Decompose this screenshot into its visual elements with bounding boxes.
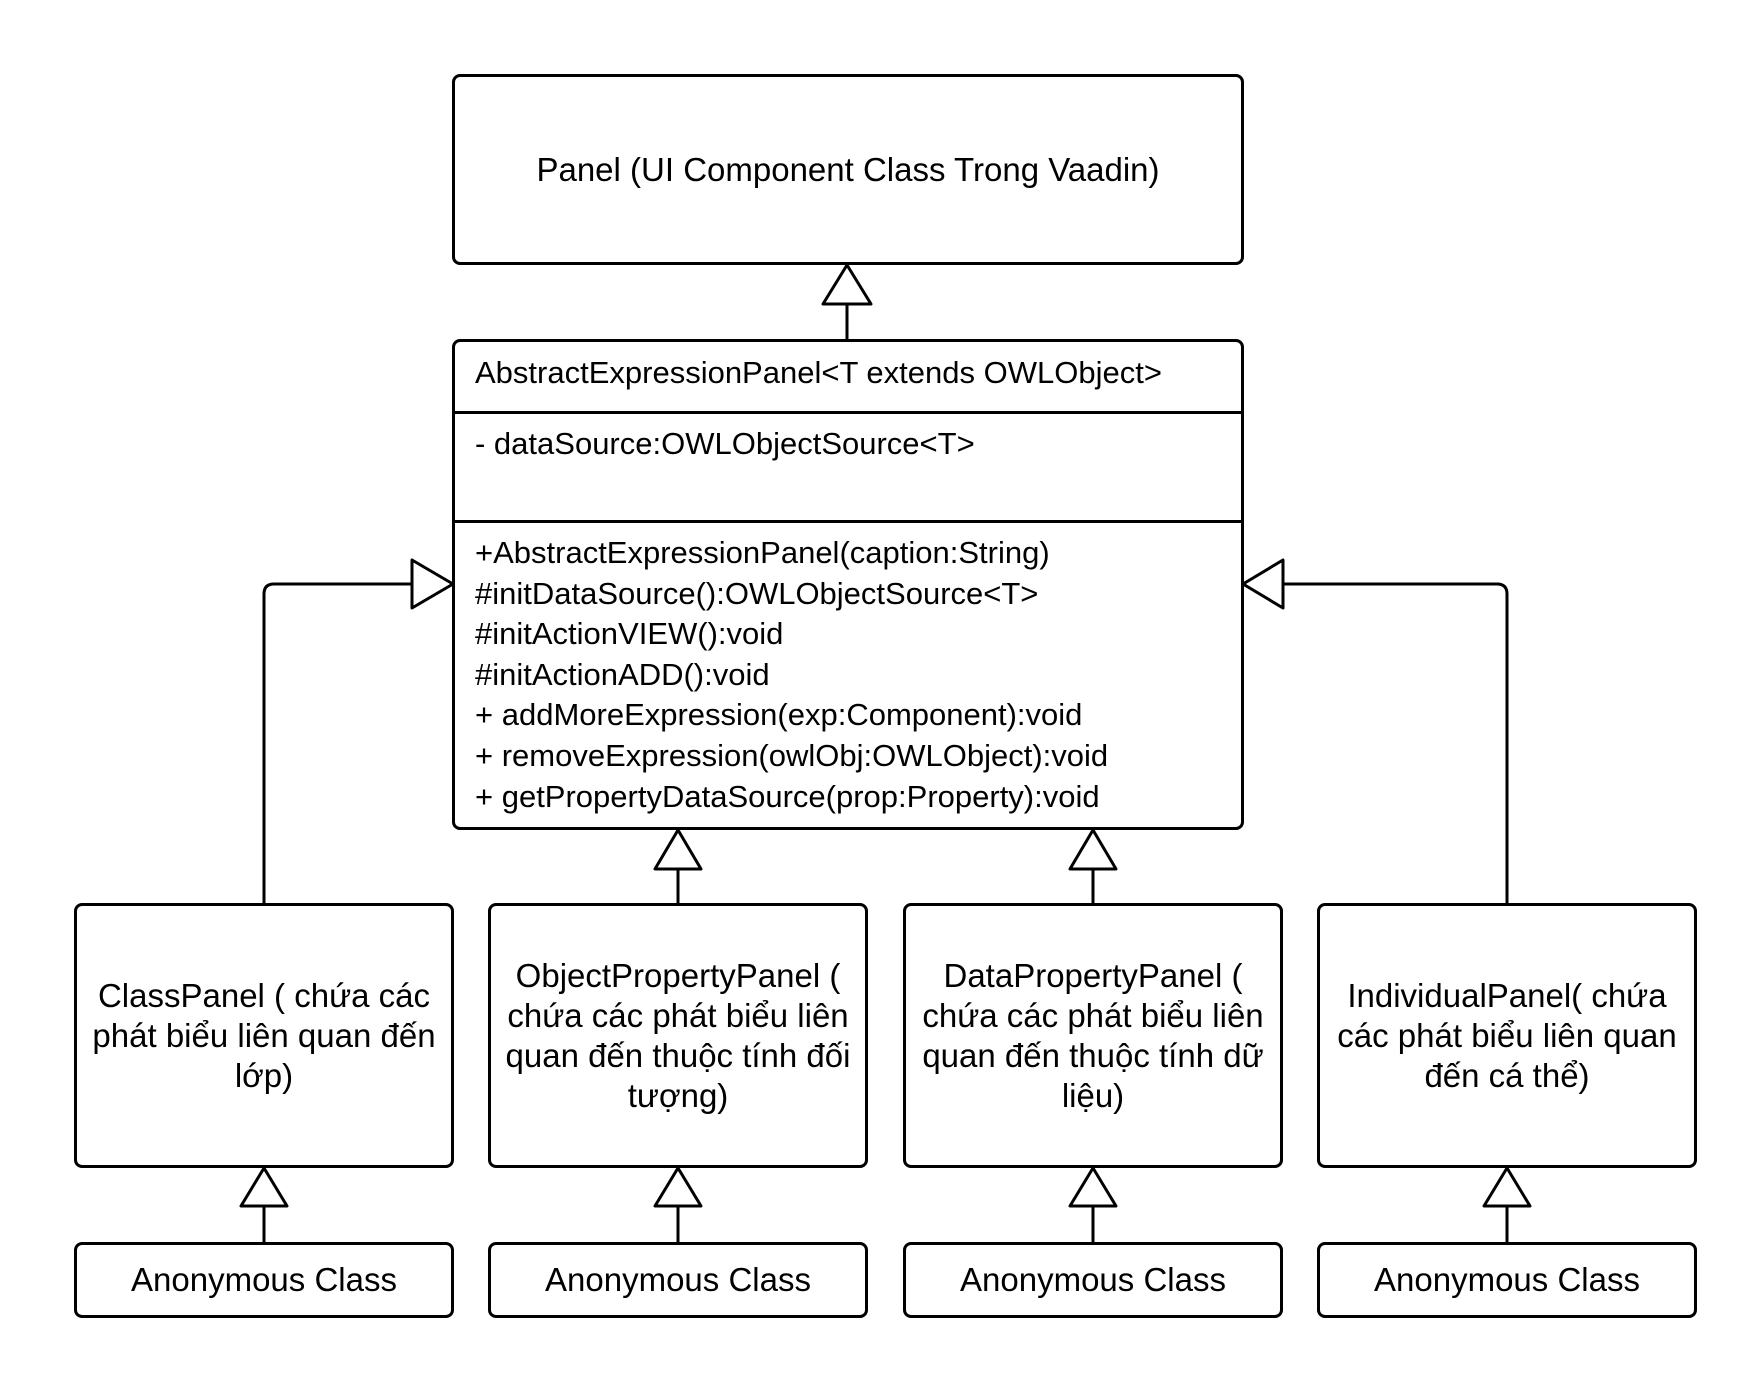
method-constructor: +AbstractExpressionPanel(caption:String) xyxy=(475,535,1050,570)
individual-panel-box: IndividualPanel( chứa các phát biểu liên… xyxy=(1317,903,1697,1168)
object-property-panel-box: ObjectPropertyPanel ( chứa các phát biểu… xyxy=(488,903,868,1168)
attribute-datasource: - dataSource:OWLObjectSource<T> xyxy=(475,426,975,461)
edge-individualpanel-to-abstract xyxy=(1283,582,1509,903)
abstract-methods-compartment: +AbstractExpressionPanel(caption:String)… xyxy=(455,523,1241,827)
generalization-arrow-right xyxy=(1241,558,1285,610)
panel-class-label: Panel (UI Component Class Trong Vaadin) xyxy=(536,150,1160,188)
anonymous-class-label-2: Anonymous Class xyxy=(545,1261,811,1298)
object-property-panel-label: ObjectPropertyPanel ( chứa các phát biểu… xyxy=(505,956,851,1114)
method-remove-expression: + removeExpression(owlObj:OWLObject):voi… xyxy=(475,737,1109,773)
abstract-class-name-text: AbstractExpressionPanel<T extends OWLObj… xyxy=(475,355,1162,390)
generalization-arrow-dataproperty xyxy=(1068,828,1118,871)
anonymous-class-box-1: Anonymous Class xyxy=(74,1242,454,1318)
edge-classpanel-to-abstract xyxy=(262,582,412,903)
data-property-panel-box: DataPropertyPanel ( chứa các phát biểu l… xyxy=(903,903,1283,1168)
method-add-more-expression: + addMoreExpression(exp:Component):void xyxy=(475,697,1083,733)
generalization-arrow-anon4 xyxy=(1482,1166,1532,1208)
class-panel-label: ClassPanel ( chứa các phát biểu liên qua… xyxy=(92,976,436,1094)
method-init-data-source: #initDataSource():OWLObjectSource<T> xyxy=(475,575,1039,611)
abstract-expression-panel-box: AbstractExpressionPanel<T extends OWLObj… xyxy=(452,339,1244,830)
generalization-arrow-anon3 xyxy=(1068,1166,1118,1208)
anonymous-class-label-4: Anonymous Class xyxy=(1374,1261,1640,1298)
generalization-arrow-left xyxy=(410,558,455,610)
panel-class-box: Panel (UI Component Class Trong Vaadin) xyxy=(452,74,1244,265)
anonymous-class-box-2: Anonymous Class xyxy=(488,1242,868,1318)
generalization-arrow-objectproperty xyxy=(653,828,703,871)
method-init-action-view: #initActionVIEW():void xyxy=(475,616,784,652)
method-get-property-data-source: + getPropertyDataSource(prop:Property):v… xyxy=(475,778,1100,814)
abstract-attributes-compartment: - dataSource:OWLObjectSource<T> xyxy=(455,414,1241,523)
class-panel-box: ClassPanel ( chứa các phát biểu liên qua… xyxy=(74,903,454,1168)
anonymous-class-label-1: Anonymous Class xyxy=(131,1261,397,1298)
abstract-class-name: AbstractExpressionPanel<T extends OWLObj… xyxy=(455,342,1241,414)
generalization-arrow-anon2 xyxy=(653,1166,703,1208)
generalization-arrow-panel xyxy=(821,263,873,306)
anonymous-class-box-3: Anonymous Class xyxy=(903,1242,1283,1318)
data-property-panel-label: DataPropertyPanel ( chứa các phát biểu l… xyxy=(922,956,1264,1114)
anonymous-class-label-3: Anonymous Class xyxy=(960,1261,1226,1298)
generalization-arrow-anon1 xyxy=(239,1166,289,1208)
anonymous-class-box-4: Anonymous Class xyxy=(1317,1242,1697,1318)
method-init-action-add: #initActionADD():void xyxy=(475,656,770,692)
individual-panel-label: IndividualPanel( chứa các phát biểu liên… xyxy=(1337,976,1677,1094)
